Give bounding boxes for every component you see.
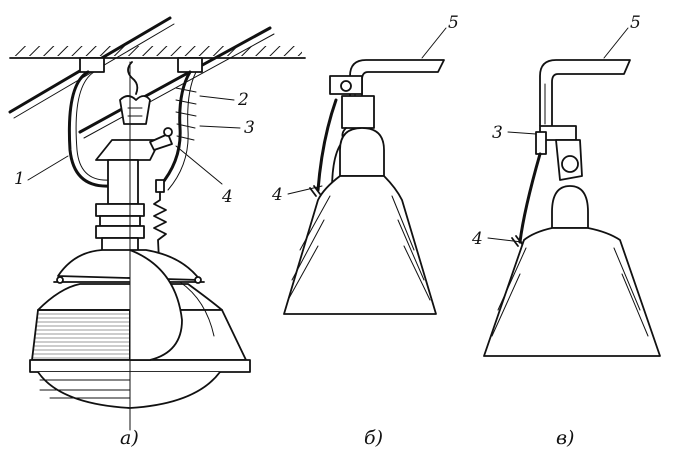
suspension-hanger-1: [67, 70, 112, 188]
central-hook: [119, 61, 151, 125]
label-2: 2: [237, 90, 249, 110]
reflector-c: [483, 185, 661, 357]
hanger-eye-b: [341, 95, 375, 129]
label-3: 3: [244, 118, 255, 138]
caption-c: в): [556, 427, 574, 449]
clamp-screw-b: [340, 80, 352, 92]
label-4: 4: [221, 187, 233, 207]
figure-c: 3 4 5 в): [471, 13, 661, 449]
mount-block-right: [177, 57, 203, 73]
clamp-3-c: [535, 131, 547, 155]
caption-b: б): [364, 427, 383, 449]
callouts-b: 4 5: [271, 13, 459, 205]
hanger-eye-c: [555, 139, 583, 181]
reflector-b: [283, 127, 437, 315]
guard-wire: [179, 281, 215, 337]
caption-a: а): [120, 427, 139, 449]
label-b-4: 4: [271, 185, 283, 205]
label-c-3: 3: [492, 123, 503, 143]
mount-block-left: [79, 57, 105, 73]
label-c-4: 4: [471, 229, 483, 249]
lamp-wire: [153, 179, 167, 281]
ceiling: [9, 46, 306, 59]
callouts-c: 3 4 5: [471, 13, 641, 249]
lamp-bulb-a: [129, 249, 183, 361]
label-c-5: 5: [630, 13, 641, 33]
cord-b: [316, 98, 338, 192]
cord-c: [518, 152, 542, 244]
label-1: 1: [14, 169, 25, 189]
suspension-hanger-3: [158, 70, 197, 191]
label-b-5: 5: [448, 13, 459, 33]
figure-a: 1 2 3 4 а): [8, 16, 306, 449]
figure-b: 4 5 б): [271, 13, 459, 449]
bracket-arm-c: [539, 59, 631, 126]
callouts-a: 1 2 3 4: [14, 90, 255, 207]
clamp-4: [149, 127, 173, 151]
lamp-socket: [95, 159, 145, 257]
